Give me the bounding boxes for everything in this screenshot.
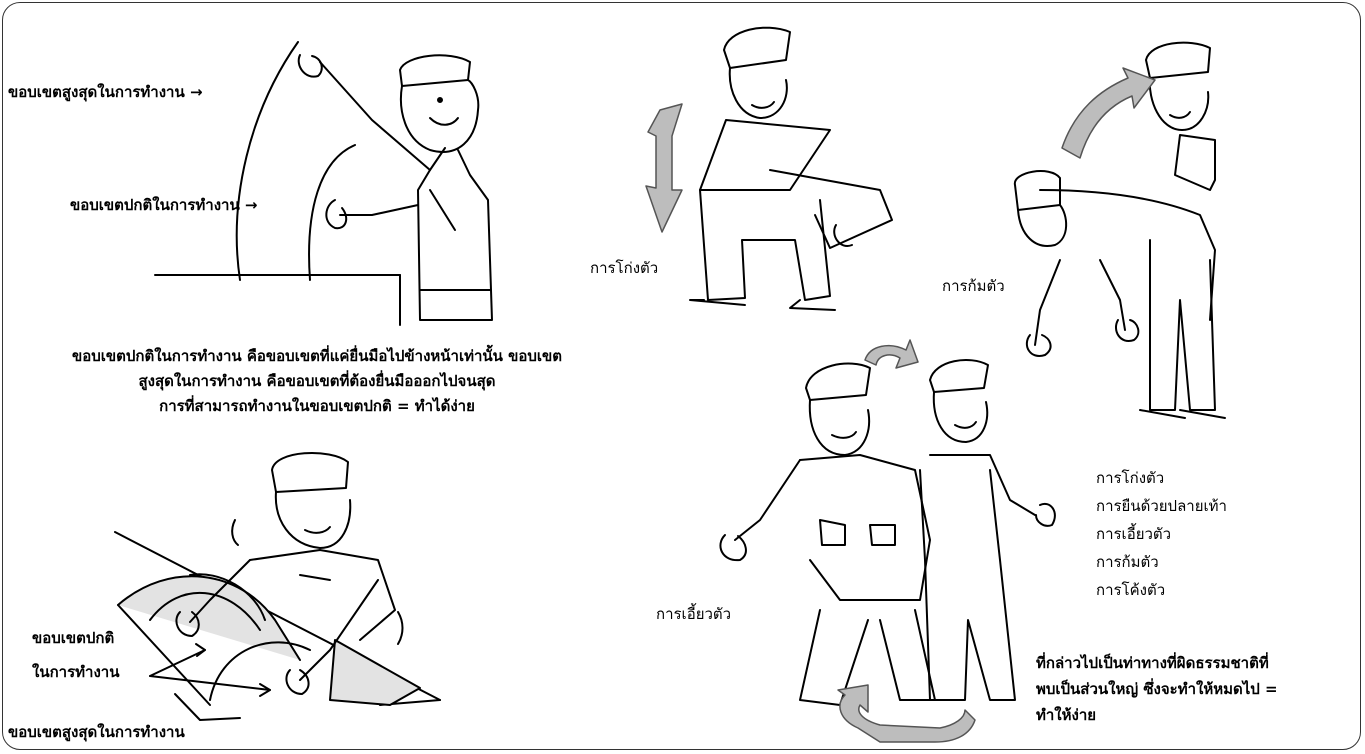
posture-list-item: การโก่งตัว: [1096, 464, 1227, 492]
posture-note-line-3: ทำให้ง่าย: [1036, 702, 1278, 728]
max-reach-label: ขอบเขตสูงสุดในการทำงาน →: [8, 82, 203, 102]
reaching-worker: [299, 55, 492, 320]
desk-normal-label-2: ในการทำงาน: [32, 662, 119, 682]
reach-explanation-line-2: สูงสุดในการทำงาน คือขอบเขตที่ต้องยื่นมือ…: [0, 369, 634, 394]
desk-zones-figure: [115, 453, 440, 720]
posture-note: ที่กล่าวไปเป็นท่าทางที่ผิดธรรมชาติที่ พบ…: [1036, 650, 1278, 728]
reach-zones-figure: [155, 42, 492, 325]
posture-note-line-2: พบเป็นส่วนใหญ่ ซึ่งจะทำให้หมดไป =: [1036, 676, 1278, 702]
twisting-figures: [720, 360, 1054, 705]
posture-list-item: การยืนด้วยปลายเท้า: [1096, 492, 1227, 520]
posture-list-item: การโค้งตัว: [1096, 576, 1227, 604]
twist-top-arrow: [865, 340, 918, 368]
posture-note-line-1: ที่กล่าวไปเป็นท่าทางที่ผิดธรรมชาติที่: [1036, 650, 1278, 676]
normal-reach-label: ขอบเขตปกติในการทำงาน →: [70, 195, 258, 215]
twist-label: การเอี้ยวตัว: [656, 604, 731, 624]
stoop-arrow: [1062, 68, 1155, 158]
reach-explanation-line-3: การที่สามารถทำงานในขอบเขตปกติ = ทำได้ง่า…: [0, 394, 634, 419]
posture-list-item: การเอี้ยวตัว: [1096, 520, 1227, 548]
desk-normal-label-1: ขอบเขตปกติ: [32, 628, 114, 648]
bend-knees-label: การโก่งตัว: [590, 258, 658, 278]
posture-list: การโก่งตัว การยืนด้วยปลายเท้า การเอี้ยวต…: [1096, 464, 1227, 604]
twist-bottom-arrow: [838, 685, 975, 742]
desk-max-label: ขอบเขตสูงสุดในการทำงาน: [8, 722, 185, 742]
bend-updown-arrow: [646, 104, 682, 232]
stoop-label: การก้มตัว: [942, 276, 1005, 296]
squat-lifting-figure: [690, 28, 892, 310]
reach-explanation: ขอบเขตปกติในการทำงาน คือขอบเขตที่แค่ยื่น…: [0, 344, 634, 419]
reach-explanation-line-1: ขอบเขตปกติในการทำงาน คือขอบเขตที่แค่ยื่น…: [0, 344, 634, 369]
posture-list-item: การก้มตัว: [1096, 548, 1227, 576]
